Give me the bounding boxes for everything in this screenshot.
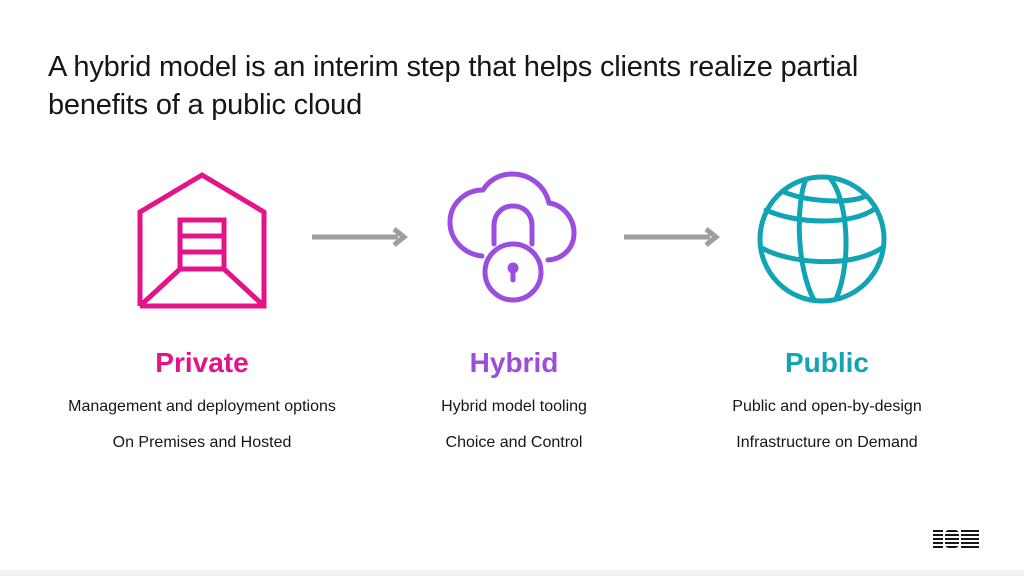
column-title-private: Private [155,347,249,378]
column-line-public-1: Public and open-by-design [732,398,922,415]
cloud-lock-icon [447,171,577,303]
column-title-public: Public [784,347,869,378]
bottom-strip [0,570,1024,576]
column-line-hybrid-1: Hybrid model tooling [441,398,587,415]
column-title-hybrid: Hybrid [469,347,559,378]
page-title: A hybrid model is an interim step that h… [48,51,859,121]
globe-icon [757,174,887,304]
ibm-logo-icon [933,530,979,548]
arrow-right-icon [312,227,409,247]
column-line-private-2: On Premises and Hosted [112,434,292,451]
column-line-private-1: Management and deployment options [68,398,336,415]
column-line-public-2: Infrastructure on Demand [736,434,918,451]
column-line-hybrid-2: Choice and Control [445,434,583,451]
data-center-icon [137,172,267,309]
arrow-right-icon [624,227,721,247]
